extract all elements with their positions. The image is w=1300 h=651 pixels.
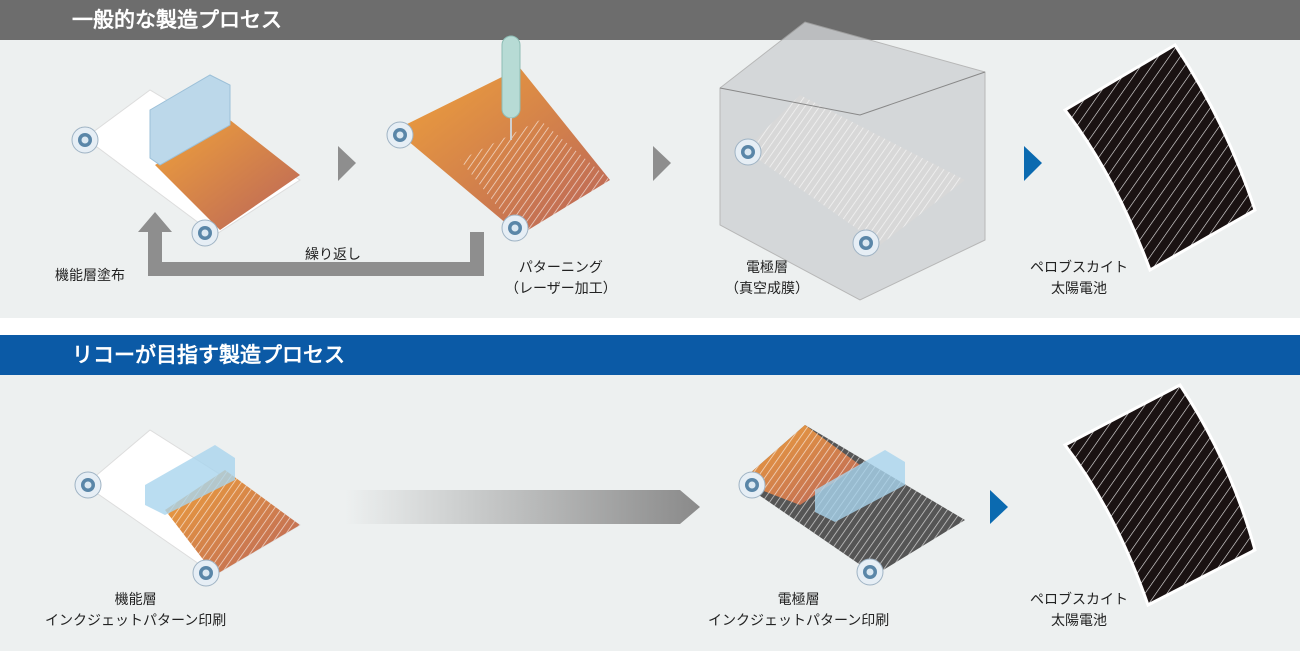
electrode-label: 電極層 （真空成膜）	[725, 258, 809, 300]
next-arrow-icon	[990, 490, 1008, 524]
label-line: 機能層	[114, 592, 157, 608]
label-line: 太陽電池	[1051, 281, 1107, 297]
conventional-process-header: 一般的な製造プロセス	[0, 0, 1300, 40]
label-line: 電極層	[746, 260, 788, 276]
repeat-label: 繰り返し	[305, 247, 361, 263]
label-line: （真空成膜）	[725, 281, 809, 297]
coating-machine-illustration	[71, 74, 301, 247]
laser-patterning-illustration	[386, 35, 610, 242]
inkjet-functional-layer-illustration	[74, 429, 301, 587]
next-arrow-icon	[653, 146, 671, 181]
inkjet-electrode-label: 電極層インクジェットパターン印刷	[708, 590, 889, 632]
coating-label: 機能層塗布	[55, 268, 125, 284]
process-arrow	[345, 490, 700, 524]
next-arrow-icon	[1024, 146, 1042, 181]
label-line: インクジェットパターン印刷	[708, 613, 890, 629]
label-line: ペロブスカイト	[1030, 260, 1128, 276]
patterning-label: パターニング （レーザー加工）	[505, 258, 617, 300]
next-arrow-icon	[338, 146, 356, 181]
inkjet-functional-label: 機能層インクジェットパターン印刷	[45, 590, 226, 632]
label-line: インクジェットパターン印刷	[45, 613, 227, 629]
perovskite-solar-cell-illustration	[1062, 42, 1257, 273]
label-line: ペロブスカイト	[1030, 592, 1128, 608]
perovskite-solar-cell-illustration	[1062, 383, 1257, 608]
label-line: パターニング	[518, 260, 603, 276]
label-line: （レーザー加工）	[505, 281, 617, 297]
vacuum-deposition-illustration	[719, 21, 986, 301]
label-line: 太陽電池	[1051, 613, 1107, 629]
ricoh-process-header: リコーが目指す製造プロセス	[0, 335, 1300, 375]
conventional-title: 一般的な製造プロセス	[72, 8, 282, 32]
label-line: 電極層	[777, 592, 820, 608]
repeat-arrow	[138, 212, 484, 276]
inkjet-electrode-layer-illustration	[738, 425, 965, 586]
solar-cell-label: ペロブスカイト太陽電池	[1030, 590, 1128, 632]
ricoh-title: リコーが目指す製造プロセス	[72, 343, 345, 367]
solar-cell-label: ペロブスカイト太陽電池	[1030, 258, 1128, 300]
